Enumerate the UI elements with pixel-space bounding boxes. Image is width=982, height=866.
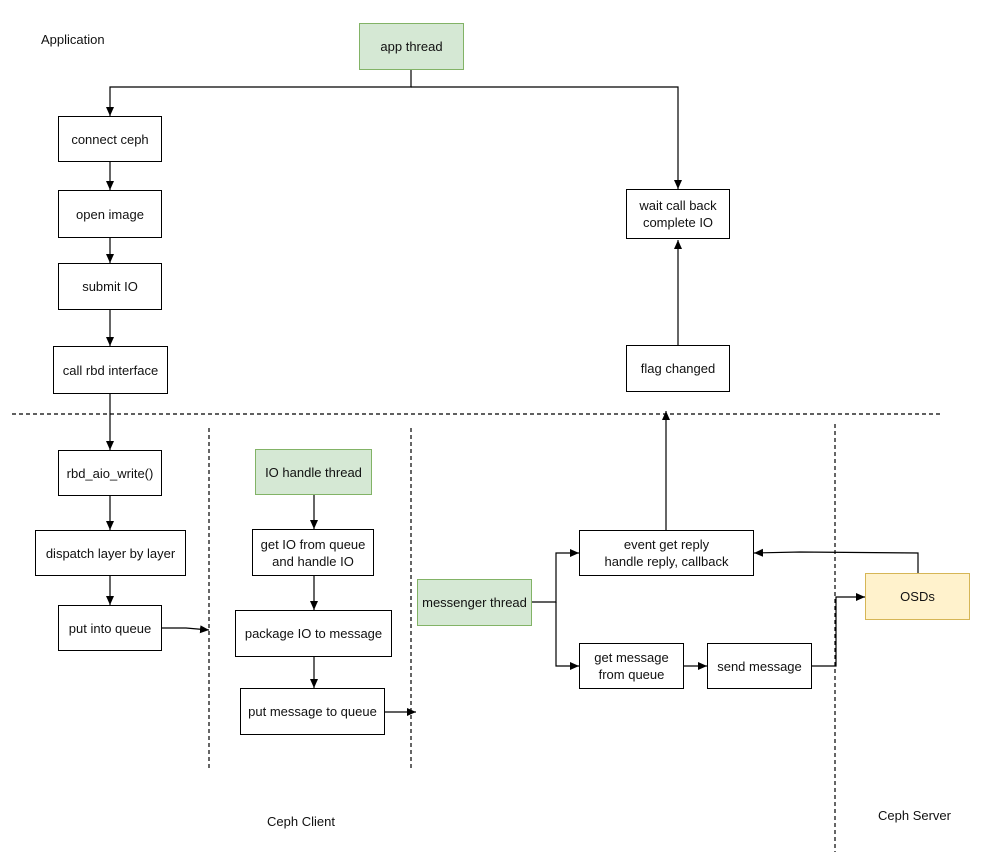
app-thread-node: app thread [359,23,464,70]
application-region-label: Application [41,32,105,47]
messenger-thread-node: messenger thread [417,579,532,626]
arrow-queue-to-divider [162,625,210,634]
arrow-messenger-to-getmsg [555,602,579,670]
connect-ceph-node: connect ceph [58,116,162,162]
package-io-node: package IO to message [235,610,392,657]
ceph-client-region-label: Ceph Client [267,814,335,829]
arrow-app-to-wait [411,86,682,189]
put-message-to-queue-node: put message to queue [240,688,385,735]
flag-changed-node: flag changed [626,345,730,392]
rbd-aio-write-node: rbd_aio_write() [58,450,162,496]
dispatch-layer-node: dispatch layer by layer [35,530,186,576]
arrow-app-to-connect [106,70,412,116]
arrow-osds-to-reply [753,548,919,573]
arrow-send-to-osds [812,593,865,667]
osds-node: OSDs [865,573,970,620]
send-message-node: send message [707,643,812,689]
ceph-server-region-label: Ceph Server [878,808,951,823]
arrow-messenger-to-reply [532,549,579,603]
call-rbd-interface-node: call rbd interface [53,346,168,394]
put-into-queue-node: put into queue [58,605,162,651]
wait-callback-node: wait call back complete IO [626,189,730,239]
open-image-node: open image [58,190,162,238]
get-message-from-queue-node: get message from queue [579,643,684,689]
io-handle-thread-node: IO handle thread [255,449,372,495]
event-get-reply-node: event get reply handle reply, callback [579,530,754,576]
get-io-from-queue-node: get IO from queue and handle IO [252,529,374,576]
submit-io-node: submit IO [58,263,162,310]
